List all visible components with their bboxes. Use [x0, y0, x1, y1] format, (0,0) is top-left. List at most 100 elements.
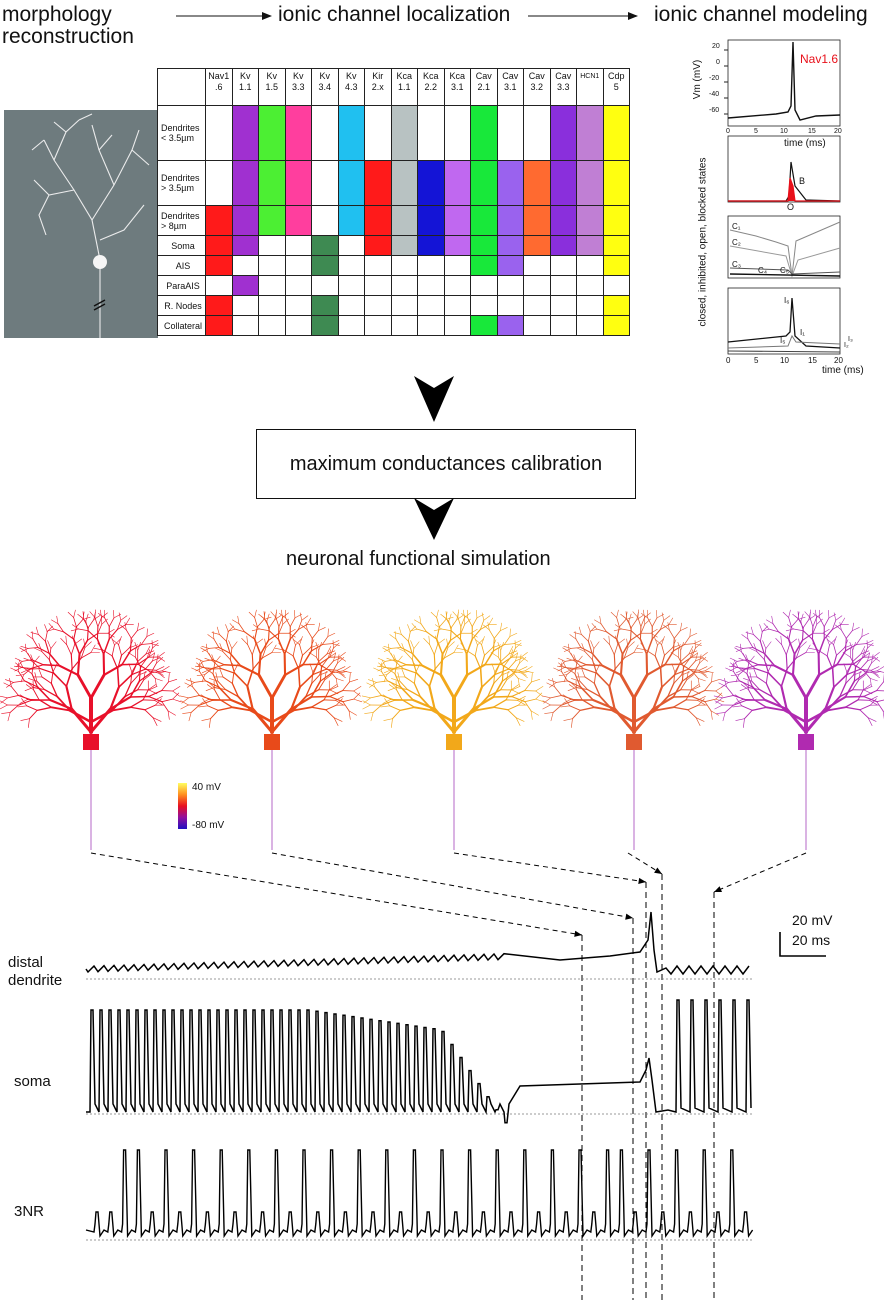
channel-cell — [496, 295, 524, 316]
dendrite-branch — [58, 664, 79, 676]
dendrite-branch — [756, 676, 767, 684]
dendrite-branch — [869, 678, 872, 687]
dendrite-branch — [252, 657, 263, 670]
dendrite-branch — [337, 654, 340, 664]
dendrite-branch — [214, 655, 221, 664]
dendrite-branch — [146, 652, 155, 659]
dendrite-branch — [680, 653, 690, 662]
dendrite-branch — [290, 695, 313, 711]
soma-marker — [264, 734, 280, 750]
channel-cell — [205, 235, 233, 256]
channel-cell — [390, 205, 418, 236]
dendrite-branch — [137, 622, 140, 631]
dendrite-branch — [137, 641, 141, 651]
dendrite-branch — [492, 644, 502, 648]
dendrite-branch — [594, 619, 602, 625]
channel-cell — [470, 255, 498, 276]
dendrite-branch — [852, 627, 860, 631]
dendrite-branch — [394, 660, 404, 669]
dendrite-branch — [524, 701, 532, 712]
col-header-line1: Kv — [345, 71, 357, 81]
dendrite-branch — [292, 695, 307, 712]
dendrite-branch — [479, 624, 490, 630]
channel-cell — [311, 295, 339, 316]
dendrite-branch — [464, 618, 471, 625]
dendrite-branch — [736, 698, 743, 707]
dendrite-branch — [214, 689, 221, 701]
dendrite-branch — [701, 652, 708, 658]
dendrite-branch — [66, 644, 72, 656]
dendrite-branch — [335, 699, 344, 706]
dendrite-branch — [254, 609, 257, 618]
dendrite-branch — [118, 644, 122, 656]
dendrite-branch — [131, 668, 146, 676]
dendrite-branch — [274, 648, 285, 651]
dendrite-branch — [519, 657, 527, 664]
dendrite-branch — [196, 674, 205, 676]
dendrite-branch — [487, 622, 490, 631]
dendrite-branch — [201, 666, 211, 670]
dendrite-branch — [758, 688, 773, 698]
dendrite-branch — [467, 617, 473, 627]
dendrite-branch — [542, 700, 551, 706]
dendrite-branch — [661, 636, 665, 645]
dendrite-branch — [853, 666, 857, 676]
dendrite-branch — [387, 687, 397, 692]
dendrite-branch — [257, 673, 274, 700]
dendrite-branch — [447, 641, 455, 648]
dendrite-branch — [386, 657, 396, 662]
dendrite-branch — [688, 650, 698, 655]
dendrite-branch — [603, 638, 610, 645]
dendrite-branch — [786, 624, 794, 630]
dendrite-branch — [493, 671, 496, 684]
dendrite-branch — [518, 670, 527, 676]
dendrite-branch — [50, 671, 54, 684]
dendrite-branch — [65, 635, 67, 645]
dendrite-branch — [632, 673, 649, 700]
dendrite-branch — [283, 649, 294, 657]
dendrite-branch — [264, 638, 267, 648]
dendrite-branch — [860, 650, 870, 655]
channel-cell — [443, 205, 471, 236]
dendrite-branch — [393, 632, 402, 635]
model-panel: Vm (mV) Nav1.6 20 0 -20 -40 -60 0 5 10 1… — [692, 36, 884, 376]
dendrite-branch — [867, 717, 877, 722]
channel-cell — [231, 315, 259, 336]
dendrite-branch — [257, 653, 262, 676]
dendrite-branch — [553, 667, 562, 672]
dendrite-branch — [383, 666, 393, 670]
dendrite-branch — [333, 717, 343, 722]
dendrite-branch — [348, 710, 351, 720]
dendrite-branch — [614, 624, 622, 630]
dendrite-branch — [483, 624, 490, 631]
dendrite-branch — [83, 638, 86, 648]
channel-cell — [523, 295, 551, 316]
dendrite-branch — [640, 617, 645, 628]
dendrite-branch — [404, 676, 415, 684]
dendrite-branch — [118, 636, 122, 645]
dendrite-branch — [794, 615, 802, 622]
dendrite-branch — [370, 695, 382, 699]
channel-cell — [417, 315, 445, 336]
dendrite-branch — [428, 668, 436, 688]
dendrite-branch — [660, 654, 666, 670]
dendrite-branch — [549, 682, 557, 688]
col-header-line1: Kca — [422, 71, 439, 81]
dendrite-branch — [855, 657, 863, 668]
dendrite-branch — [441, 639, 452, 656]
dendrite-branch — [413, 662, 417, 673]
dendrite-branch — [413, 671, 417, 684]
dendrite-branch — [735, 718, 745, 721]
dendrite-branch — [167, 710, 176, 716]
dendrite-branch — [289, 617, 296, 627]
dendrite-branch — [472, 686, 483, 711]
dendrite-branch — [580, 646, 593, 654]
dendrite-branch — [137, 627, 145, 631]
dendrite-branch — [124, 622, 127, 631]
dendrite-branch — [113, 609, 115, 619]
col-header-14: HCN1 — [576, 68, 604, 106]
channel-cell — [443, 105, 471, 161]
channel-cell — [205, 255, 233, 276]
dendrite-branch — [542, 704, 551, 710]
dendrite-branch — [305, 689, 320, 698]
